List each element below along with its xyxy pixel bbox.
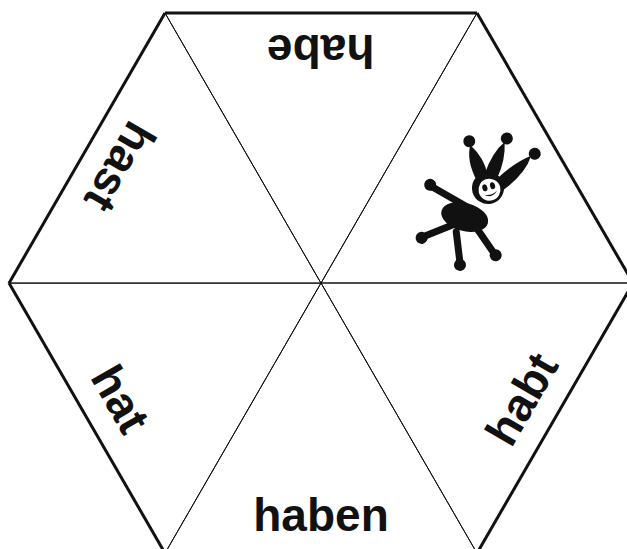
segment-divider — [9, 13, 321, 283]
verb-form: habe — [267, 28, 374, 74]
jester-icon — [393, 118, 565, 280]
hexagon-edge — [9, 13, 165, 283]
triangle-segment: habe — [165, 13, 477, 283]
hexagon-edge — [477, 283, 627, 549]
verb-form: habt — [478, 345, 566, 452]
segment-divider — [165, 283, 477, 549]
triangle-segment: hast — [9, 13, 321, 283]
verb-form: haben — [253, 492, 388, 538]
hexagon-edge — [165, 11, 477, 14]
hexagon-edge — [477, 13, 627, 283]
verb-form: hast — [77, 115, 164, 220]
hexagon-edge — [9, 283, 165, 549]
triangle-segment: haben — [165, 283, 477, 549]
triangle-outline — [9, 13, 321, 283]
segment-divider — [165, 13, 477, 283]
